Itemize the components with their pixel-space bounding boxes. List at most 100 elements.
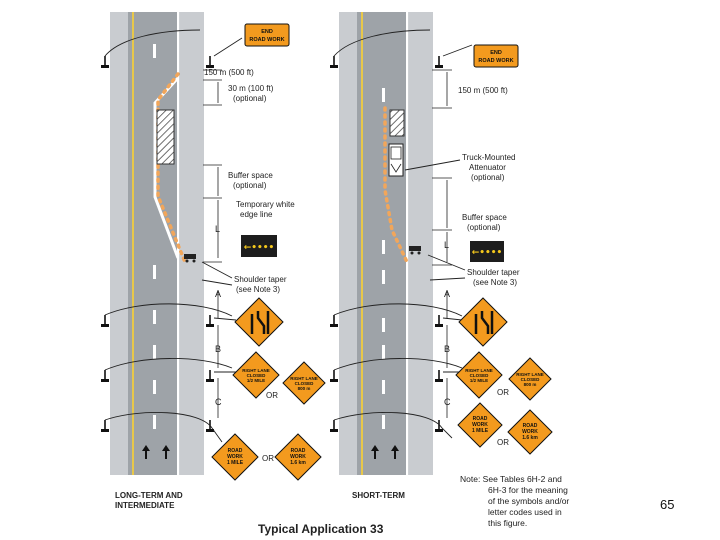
left-signs: END ROAD WORK ←•••• RIGHT LANE CLOSED 1/… <box>211 23 326 481</box>
right-lane-closed-sign: RIGHT LANE CLOSED 1/2 MILE <box>232 351 280 399</box>
label-temp-edge-2: edge line <box>240 210 273 219</box>
work-area-icon <box>389 109 405 137</box>
svg-text:ROAD WORK: ROAD WORK <box>478 58 513 64</box>
or-label: OR <box>497 438 509 447</box>
svg-text:WORK: WORK <box>472 422 488 428</box>
road-work-sign: ROAD WORK 1 MILE <box>211 433 259 481</box>
svg-text:1/2 MILE: 1/2 MILE <box>470 378 488 383</box>
label-C: C <box>444 397 451 407</box>
left-sign-posts <box>100 29 243 443</box>
left-roadway <box>110 12 204 475</box>
svg-text:of the symbols and/or: of the symbols and/or <box>488 496 569 506</box>
svg-text:1 MILE: 1 MILE <box>472 428 489 434</box>
right-signs: END ROAD WORK ←•••• RIGHT LANE CLOSED 1/… <box>455 44 553 455</box>
arrow-board-icon <box>409 246 421 255</box>
label-150m: 150 m (500 ft) <box>204 68 254 77</box>
figure-title: Typical Application 33 <box>258 522 384 536</box>
svg-text:WORK: WORK <box>227 454 243 460</box>
label-C: C <box>215 397 222 407</box>
end-road-work-sign: END ROAD WORK <box>473 44 519 68</box>
left-dimensions <box>203 69 222 418</box>
svg-text:800 m: 800 m <box>524 382 537 387</box>
label-30m: 30 m (100 ft) <box>228 84 274 93</box>
or-label: OR <box>266 391 278 400</box>
svg-text:800 m: 800 m <box>298 386 311 391</box>
svg-text:6H-3 for the meaning: 6H-3 for the meaning <box>488 485 568 495</box>
svg-text:ROAD: ROAD <box>291 448 306 454</box>
label-B: B <box>444 344 450 354</box>
right-roadway <box>339 12 433 475</box>
road-work-metric-sign: ROAD WORK 1.6 km <box>507 409 553 455</box>
svg-text:1.6 km: 1.6 km <box>290 460 306 466</box>
left-channelizer-taper <box>156 72 187 264</box>
svg-text:CLOSED: CLOSED <box>295 381 315 386</box>
label-shoulder-taper: Shoulder taper <box>234 275 287 284</box>
svg-text:letter codes used in: letter codes used in <box>488 507 562 517</box>
svg-text:WORK: WORK <box>522 429 538 435</box>
label-L: L <box>444 240 449 250</box>
or-label: OR <box>497 388 509 397</box>
label-L: L <box>215 224 220 234</box>
lane-ends-icon <box>458 297 508 347</box>
svg-text:RIGHT LANE: RIGHT LANE <box>465 368 493 373</box>
svg-text:ROAD: ROAD <box>228 448 243 454</box>
lane-ends-icon <box>234 297 284 347</box>
label-buffer-optional: (optional) <box>233 181 267 190</box>
label-shoulder-note: (see Note 3) <box>473 278 517 287</box>
svg-text:this figure.: this figure. <box>488 518 527 528</box>
svg-text:END: END <box>490 50 502 56</box>
label-tma: Truck-Mounted <box>462 153 516 162</box>
page-number: 65 <box>660 497 675 512</box>
end-road-work-sign: END ROAD WORK <box>244 23 290 47</box>
label-buffer: Buffer space <box>462 213 507 222</box>
caption-long-term: LONG-TERM AND <box>115 491 183 500</box>
right-lane-closed-metric-sign: RIGHT LANE CLOSED 800 m <box>282 361 326 405</box>
svg-text:1.6 km: 1.6 km <box>522 435 538 441</box>
label-shoulder-note: (see Note 3) <box>236 285 280 294</box>
label-B: B <box>215 344 221 354</box>
svg-text:RIGHT LANE: RIGHT LANE <box>516 372 544 377</box>
road-work-sign: ROAD WORK 1 MILE <box>457 402 503 448</box>
right-lane-closed-metric-sign: RIGHT LANE CLOSED 800 m <box>508 357 552 401</box>
label-tma-2: Attenuator <box>469 163 506 172</box>
svg-text:RIGHT LANE: RIGHT LANE <box>242 368 270 373</box>
figure-note: Note: See Tables 6H-2 and 6H-3 for the m… <box>460 474 569 528</box>
work-area-icon <box>156 109 175 165</box>
label-buffer-optional: (optional) <box>467 223 501 232</box>
arrow-board-icon: ←•••• <box>241 235 277 257</box>
svg-text:←••••: ←•••• <box>472 248 503 258</box>
label-temp-edge: Temporary white <box>236 200 295 209</box>
right-lane-closed-sign: RIGHT LANE CLOSED 1/2 MILE <box>455 351 503 399</box>
label-30m-optional: (optional) <box>233 94 267 103</box>
arrow-board-icon: ←•••• <box>470 241 504 262</box>
caption-short-term: SHORT-TERM <box>352 491 405 500</box>
svg-text:ROAD WORK: ROAD WORK <box>249 37 284 43</box>
label-150m: 150 m (500 ft) <box>458 86 508 95</box>
right-dimensions <box>432 69 452 418</box>
road-work-metric-sign: ROAD WORK 1.6 km <box>274 433 322 481</box>
svg-text:ROAD: ROAD <box>473 416 488 422</box>
label-A: A <box>444 289 450 299</box>
right-labels: 150 m (500 ft) Truck-Mounted Attenuator … <box>352 86 520 500</box>
svg-text:END: END <box>261 29 273 35</box>
svg-text:CLOSED: CLOSED <box>247 373 267 378</box>
right-sign-posts <box>329 29 473 439</box>
svg-text:Note: See Tables 6H-2 and: Note: See Tables 6H-2 and <box>460 474 562 484</box>
left-labels: 150 m (500 ft) 30 m (100 ft) (optional) … <box>115 68 295 510</box>
truck-icon <box>388 143 404 177</box>
right-channelizer-taper <box>383 106 409 264</box>
label-buffer: Buffer space <box>228 171 273 180</box>
svg-text:1 MILE: 1 MILE <box>227 460 244 466</box>
svg-text:CLOSED: CLOSED <box>470 373 490 378</box>
svg-text:WORK: WORK <box>290 454 306 460</box>
svg-text:CLOSED: CLOSED <box>521 377 541 382</box>
svg-text:←••••: ←•••• <box>244 243 275 253</box>
label-tma-optional: (optional) <box>471 173 505 182</box>
svg-text:RIGHT LANE: RIGHT LANE <box>290 376 318 381</box>
caption-intermediate: INTERMEDIATE <box>115 501 175 510</box>
label-A: A <box>215 289 221 299</box>
svg-text:ROAD: ROAD <box>523 423 538 429</box>
label-shoulder-taper: Shoulder taper <box>467 268 520 277</box>
or-label: OR <box>262 454 274 463</box>
